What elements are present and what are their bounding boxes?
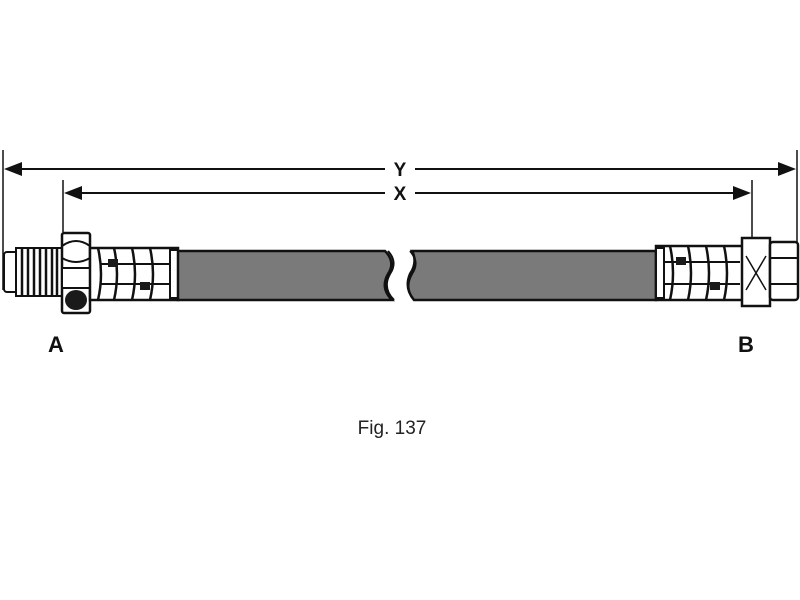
- hose-body: [176, 249, 658, 302]
- arrowhead-x-left: [64, 186, 82, 200]
- crimp-notch-left-bottom: [140, 282, 150, 290]
- dimension-y: Y: [2, 150, 798, 290]
- dimension-label-y: Y: [394, 160, 407, 181]
- hex-nut-lower-facet: [65, 290, 87, 310]
- hose-break-gap: [385, 250, 417, 301]
- female-nut-flats: [770, 257, 798, 285]
- crimp-notch-right-top: [676, 257, 686, 265]
- crimp-notch-left-top: [108, 259, 118, 267]
- arrowhead-y-left: [4, 162, 22, 176]
- crimp-ridges-left: [96, 247, 155, 301]
- crimp-ridges-right: [668, 245, 729, 301]
- figure-caption: Fig. 137: [358, 418, 427, 439]
- hose-section-right: [406, 249, 658, 302]
- hose-section-left: [176, 249, 396, 302]
- dimension-label-x: X: [394, 184, 407, 205]
- crimp-end-right: [655, 247, 665, 299]
- end-label-b: B: [738, 332, 754, 357]
- crimp-notch-right-bottom: [710, 282, 720, 290]
- female-nut: [768, 240, 800, 302]
- arrowhead-x-right: [733, 186, 751, 200]
- hex-nut-upper-facet: [61, 240, 91, 263]
- left-fitting: [3, 231, 180, 315]
- dimension-x: X: [62, 180, 753, 238]
- hex-nut-band: [61, 267, 91, 289]
- thread-ridges: [20, 248, 59, 296]
- collar-cross-marks: [745, 255, 767, 291]
- arrowhead-y-right: [778, 162, 796, 176]
- crimp-ferrule-right: [654, 244, 746, 302]
- right-fitting: [654, 236, 800, 308]
- end-label-a: A: [48, 332, 64, 357]
